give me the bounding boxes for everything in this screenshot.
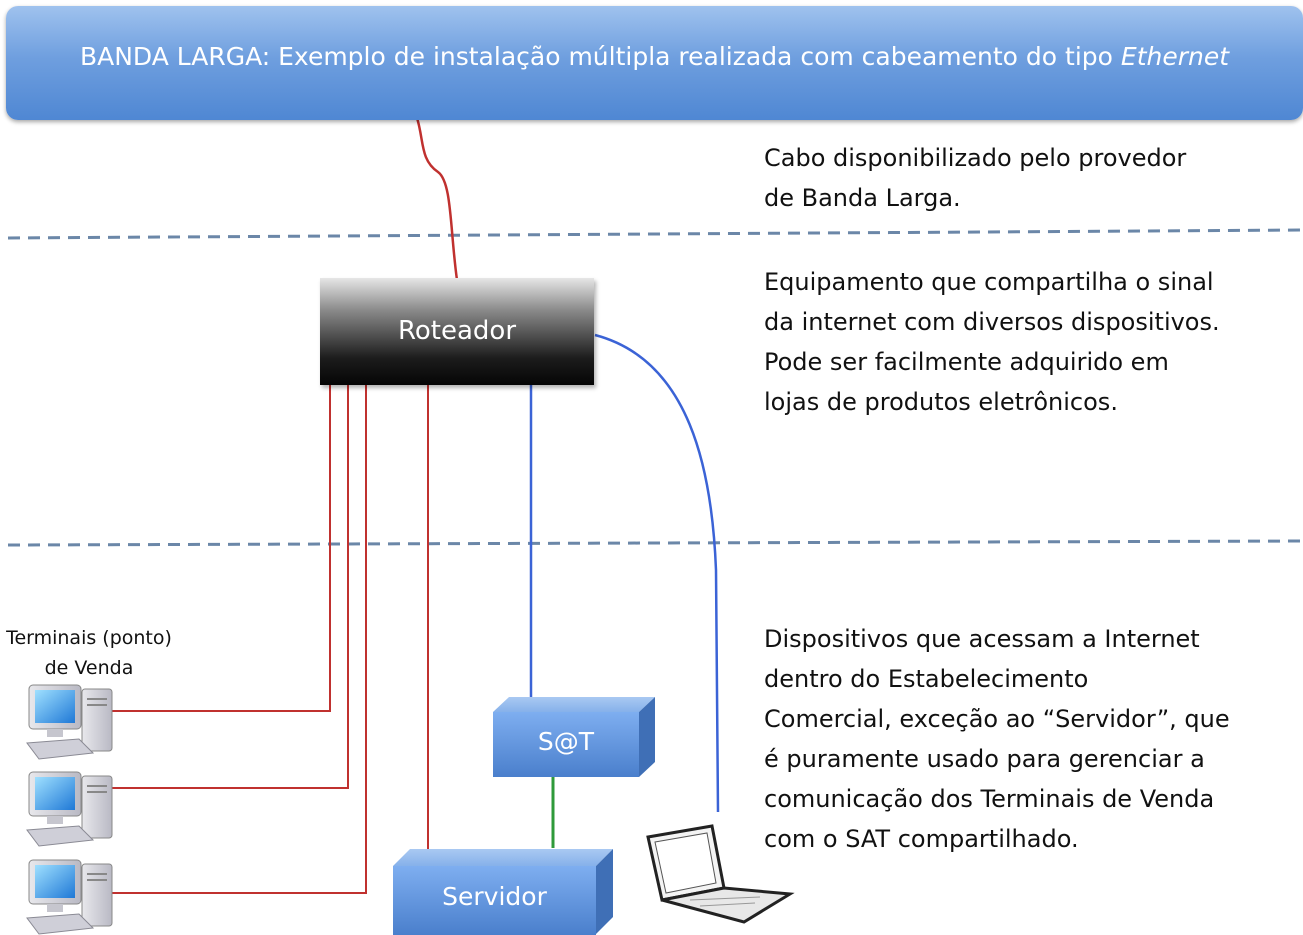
description-line: Dispositivos que acessam a Internet [764, 625, 1200, 653]
separator-line-top [7, 228, 1303, 240]
router-description: Equipamento que compartilha o sinal da i… [764, 262, 1220, 422]
terminals-label-line-1: Terminais (ponto) [6, 627, 172, 649]
description-line: é puramente usado para gerenciar a [764, 745, 1205, 773]
laptop-icon [646, 824, 795, 924]
description-line: dentro do Estabelecimento [764, 665, 1089, 693]
desktop-icon [26, 771, 113, 847]
description-line: Comercial, exceção ao “Servidor”, que [764, 705, 1230, 733]
server-label: Servidor [442, 882, 547, 911]
desktop-icon [26, 684, 113, 760]
devices-description: Dispositivos que acessam a Internet dent… [764, 619, 1230, 859]
description-line: de Banda Larga. [764, 184, 961, 212]
separator-line-bottom [7, 539, 1303, 547]
title-banner [6, 6, 1303, 120]
server-front-face [393, 866, 596, 935]
terminals-label: Terminais (ponto) de Venda [4, 623, 174, 683]
description-line: com o SAT compartilhado. [764, 825, 1079, 853]
server-device [393, 849, 613, 935]
terminal-cable-2 [112, 385, 349, 789]
description-line: comunicação dos Terminais de Venda [764, 785, 1215, 813]
sat-label: S@T [537, 727, 595, 756]
description-line: Equipamento que compartilha o sinal [764, 268, 1214, 296]
sat-top-face [493, 697, 655, 712]
sat-device [493, 697, 655, 777]
description-line: Cabo disponibilizado pelo provedor [764, 144, 1187, 172]
desktop-icon [26, 859, 113, 935]
description-line: Pode ser facilmente adquirido em [764, 348, 1169, 376]
router-box: Roteador [320, 278, 594, 385]
sat-front-face [493, 712, 639, 777]
server-top-face [393, 849, 613, 866]
server-side-face [596, 849, 613, 934]
terminal-cable-1 [112, 385, 331, 712]
provider-cable [415, 117, 459, 281]
banner-title: BANDA LARGA: Exemplo de instalação múlti… [6, 42, 1303, 71]
provider-cable-description: Cabo disponibilizado pelo provedor de Ba… [764, 138, 1186, 218]
wifi-link [594, 333, 720, 813]
banner-title-italic: Ethernet [1120, 42, 1230, 71]
terminal-cable-3 [112, 385, 367, 894]
terminals-label-line-2: de Venda [44, 657, 134, 679]
banner-title-main: BANDA LARGA: Exemplo de instalação múlti… [79, 42, 1121, 71]
sat-side-face [639, 697, 655, 777]
description-line: lojas de produtos eletrônicos. [764, 388, 1118, 416]
description-line: da internet com diversos dispositivos. [764, 308, 1220, 336]
